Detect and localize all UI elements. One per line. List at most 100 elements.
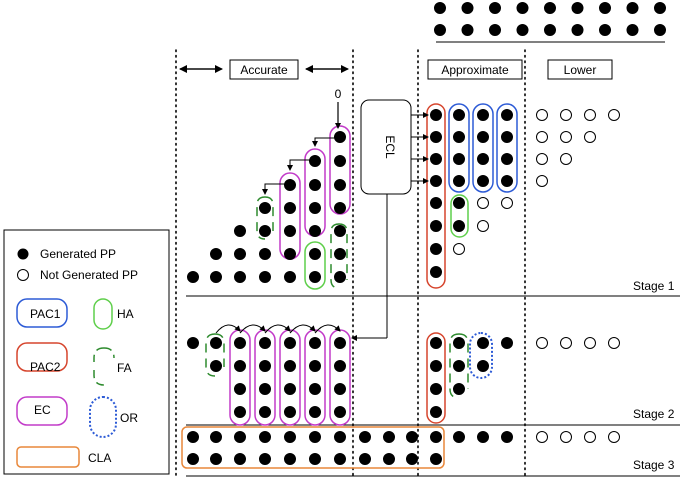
generated-pp-dot: [359, 453, 371, 465]
pac2-group: [426, 103, 446, 289]
generated-pp-dot: [234, 337, 246, 349]
generated-pp-dot: [383, 431, 395, 443]
legend-cla: CLA: [88, 451, 111, 465]
generated-pp-dot: [284, 248, 296, 260]
fa-icon: [93, 347, 115, 386]
generated-pp-dot: [334, 360, 346, 372]
not-generated-pp-dot: [477, 220, 489, 232]
generated-pp-dot: [309, 337, 321, 349]
ecl-label: ECL: [383, 135, 397, 159]
ecl-block: ECL: [360, 99, 412, 195]
generated-pp-dot: [430, 220, 442, 232]
generated-pp-dot: [359, 431, 371, 443]
accurate-label: Accurate: [240, 63, 288, 77]
or-group: [469, 332, 493, 379]
lower-header: Lower: [547, 59, 613, 80]
generated-pp-dot: [516, 24, 529, 36]
generated-pp-dot: [430, 337, 442, 349]
generated-pp-dot: [430, 360, 442, 372]
generated-pp-dot: [334, 155, 346, 167]
generated-pp-dot: [334, 271, 346, 283]
not-generated-pp-dot: [560, 337, 572, 349]
generated-pp-dot: [234, 225, 246, 237]
fa-shape: [330, 223, 348, 289]
ha-group: [304, 241, 326, 290]
generated-pp-dot: [430, 153, 442, 165]
ha-icon: [93, 298, 113, 330]
generated-pp-dot: [234, 431, 246, 443]
not-generated-pp-dot: [536, 175, 548, 187]
generated-pp-dot: [234, 406, 246, 418]
generated-pp-dot: [284, 453, 296, 465]
generated-pp-dot: [309, 271, 321, 283]
ecl-connections: [351, 112, 429, 341]
not-generated-pp-dot: [584, 109, 596, 121]
ec-icon: [16, 396, 68, 426]
generated-pp-dot: [259, 383, 271, 395]
generated-pp-dot: [309, 202, 321, 214]
generated-pp-dot: [489, 24, 501, 36]
generated-pp-dot: [187, 431, 199, 443]
generated-pp-dot: [234, 453, 246, 465]
generated-pp-dot: [544, 2, 556, 14]
generated-pp-dot: [477, 337, 489, 349]
generated-pp-dot: [599, 24, 611, 36]
generated-pp-dot: [210, 271, 222, 283]
fa-shape: [449, 333, 469, 399]
fa-shape: [256, 196, 274, 240]
generated-pp-dot: [309, 453, 321, 465]
generated-pp-dot: [430, 431, 442, 443]
generated-pp-dot: [309, 248, 321, 260]
not-generated-pp-dot: [536, 131, 548, 143]
generated-pp-dot: [234, 360, 246, 372]
generated-pp-dot: [453, 109, 465, 121]
generated-pp-dot: [187, 453, 199, 465]
or-icon: [89, 396, 117, 438]
generated-pp-dot: [334, 248, 346, 260]
generated-pp-dot: [334, 453, 346, 465]
generated-pp-dot: [187, 271, 199, 283]
generated-pp-dot: [259, 202, 271, 214]
generated-pp-icon: [17, 248, 29, 260]
generated-pp-dot: [334, 337, 346, 349]
generated-pp-dot: [309, 225, 321, 237]
generated-pp-dot: [477, 360, 489, 372]
cla-group: [181, 426, 445, 469]
generated-pp-dot: [477, 175, 489, 187]
generated-pp-dot: [654, 24, 666, 36]
generated-pp-dot: [430, 406, 442, 418]
generated-pp-dot: [516, 2, 529, 14]
not-generated-pp-dot: [453, 243, 465, 255]
generated-pp-dot: [477, 131, 489, 143]
approximate-header: Approximate: [427, 59, 523, 80]
generated-pp-dot: [334, 179, 346, 191]
generated-pp-dot: [477, 153, 489, 165]
generated-pp-dot: [477, 109, 489, 121]
generated-pp-dot: [259, 360, 271, 372]
generated-pp-dot: [309, 431, 321, 443]
pac2-icon: [16, 342, 68, 372]
not-generated-pp-dot: [608, 109, 620, 121]
generated-pp-dot: [309, 179, 321, 191]
generated-pp-dot: [334, 383, 346, 395]
generated-pp-dot: [187, 337, 199, 349]
generated-pp-dot: [430, 109, 442, 121]
not-generated-pp-dot: [536, 109, 548, 121]
generated-pp-dot: [284, 225, 296, 237]
generated-pp-dot: [430, 243, 442, 255]
generated-pp-dot: [284, 360, 296, 372]
generated-pp-dot: [544, 24, 556, 36]
generated-pp-dot: [406, 453, 418, 465]
generated-pp-dot: [383, 453, 395, 465]
legend-or: OR: [120, 411, 138, 425]
generated-pp-dot: [284, 202, 296, 214]
generated-pp-dot: [334, 431, 346, 443]
not-generated-pp-icon: [17, 269, 29, 281]
not-generated-pp-dot: [584, 131, 596, 143]
generated-pp-dot: [501, 431, 513, 443]
generated-pp-dot: [284, 383, 296, 395]
zero-label: 0: [335, 87, 342, 101]
generated-pp-dot: [571, 24, 584, 36]
legend-ec: EC: [34, 403, 51, 417]
